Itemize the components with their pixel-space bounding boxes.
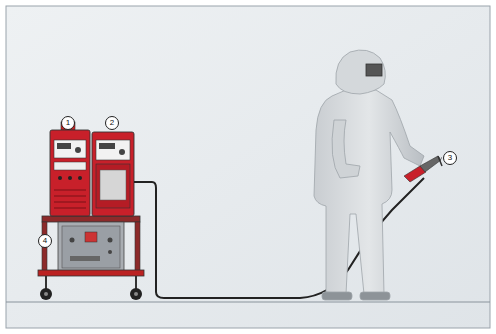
- trolley: [38, 216, 144, 300]
- floor-line: [6, 301, 490, 302]
- callout-number: 3: [443, 151, 457, 165]
- panel-frame: [6, 6, 490, 328]
- callout-number: 1: [61, 116, 75, 130]
- wire-feeder: [92, 132, 134, 216]
- callout-number: 2: [105, 116, 119, 130]
- power-source: [50, 122, 90, 216]
- welding-torch: [404, 156, 442, 182]
- leader-line: [441, 158, 442, 159]
- callout-number: 4: [38, 234, 52, 248]
